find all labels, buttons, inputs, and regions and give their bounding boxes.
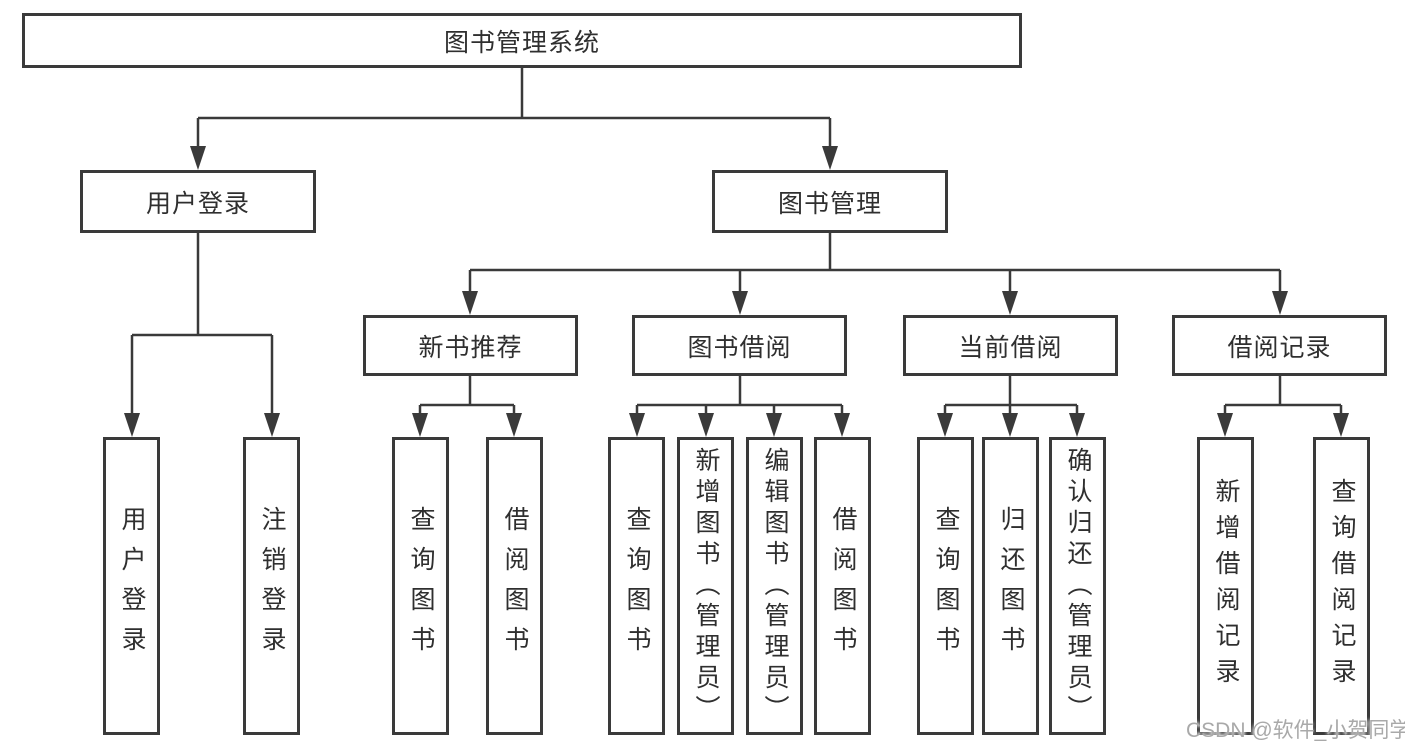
leaf-borrow-edit-books-admin-label: 编辑图书（管理员） — [761, 446, 789, 726]
leaf-logout: 注销登录 — [243, 437, 300, 735]
leaf-records-add-record-label: 新增借阅记录 — [1212, 478, 1240, 694]
leaf-current-query-books-label: 查询图书 — [932, 506, 960, 666]
leaf-borrow-query-books: 查询图书 — [608, 437, 665, 735]
leaf-current-return-books-label: 归还图书 — [997, 506, 1025, 666]
leaf-new-book-borrow-books-label: 借阅图书 — [501, 506, 529, 666]
node-root: 图书管理系统 — [22, 13, 1022, 68]
connector-book-borrow-children — [629, 376, 850, 437]
leaf-current-query-books: 查询图书 — [917, 437, 974, 735]
leaf-user-login-label: 用户登录 — [118, 506, 146, 666]
node-current-borrow-label: 当前借阅 — [958, 333, 1063, 362]
leaf-records-query-record-label: 查询借阅记录 — [1328, 478, 1356, 694]
leaf-borrow-borrow-books: 借阅图书 — [814, 437, 871, 735]
leaf-borrow-borrow-books-label: 借阅图书 — [829, 506, 857, 666]
leaf-borrow-query-books-label: 查询图书 — [623, 506, 651, 666]
node-book-management: 图书管理 — [712, 170, 948, 233]
leaf-records-query-record: 查询借阅记录 — [1313, 437, 1370, 735]
node-user-login-label: 用户登录 — [145, 189, 250, 218]
connector-current-borrow-children — [937, 376, 1085, 437]
leaf-new-book-borrow-books: 借阅图书 — [486, 437, 543, 735]
leaf-borrow-add-books-admin: 新增图书（管理员） — [677, 437, 734, 735]
connector-user-login-children — [124, 233, 280, 437]
node-book-borrow-label: 图书借阅 — [687, 333, 792, 362]
node-borrow-records: 借阅记录 — [1172, 315, 1387, 376]
leaf-user-login: 用户登录 — [103, 437, 160, 735]
leaf-current-return-books: 归还图书 — [982, 437, 1039, 735]
leaf-current-confirm-return-admin: 确认归还（管理员） — [1049, 437, 1106, 735]
node-current-borrow: 当前借阅 — [903, 315, 1118, 376]
leaf-new-book-query-books: 查询图书 — [392, 437, 449, 735]
leaf-borrow-edit-books-admin: 编辑图书（管理员） — [746, 437, 803, 735]
leaf-current-confirm-return-admin-label: 确认归还（管理员） — [1064, 446, 1092, 726]
connector-new-book-children — [412, 376, 522, 437]
connector-root-to-level2 — [190, 68, 838, 170]
node-book-borrow: 图书借阅 — [632, 315, 847, 376]
leaf-logout-label: 注销登录 — [258, 506, 286, 666]
leaf-borrow-add-books-admin-label: 新增图书（管理员） — [692, 446, 720, 726]
node-new-book-recommend-label: 新书推荐 — [418, 333, 523, 362]
node-root-label: 图书管理系统 — [443, 28, 600, 57]
connector-book-management-to-level3 — [462, 233, 1288, 315]
node-new-book-recommend: 新书推荐 — [363, 315, 578, 376]
connector-borrow-records-children — [1217, 376, 1349, 437]
leaf-new-book-query-books-label: 查询图书 — [407, 506, 435, 666]
node-user-login: 用户登录 — [80, 170, 316, 233]
node-book-management-label: 图书管理 — [777, 189, 882, 218]
watermark: CSDN @软件_小贺同学 — [1186, 719, 1405, 742]
leaf-records-add-record: 新增借阅记录 — [1197, 437, 1254, 735]
node-borrow-records-label: 借阅记录 — [1227, 333, 1332, 362]
